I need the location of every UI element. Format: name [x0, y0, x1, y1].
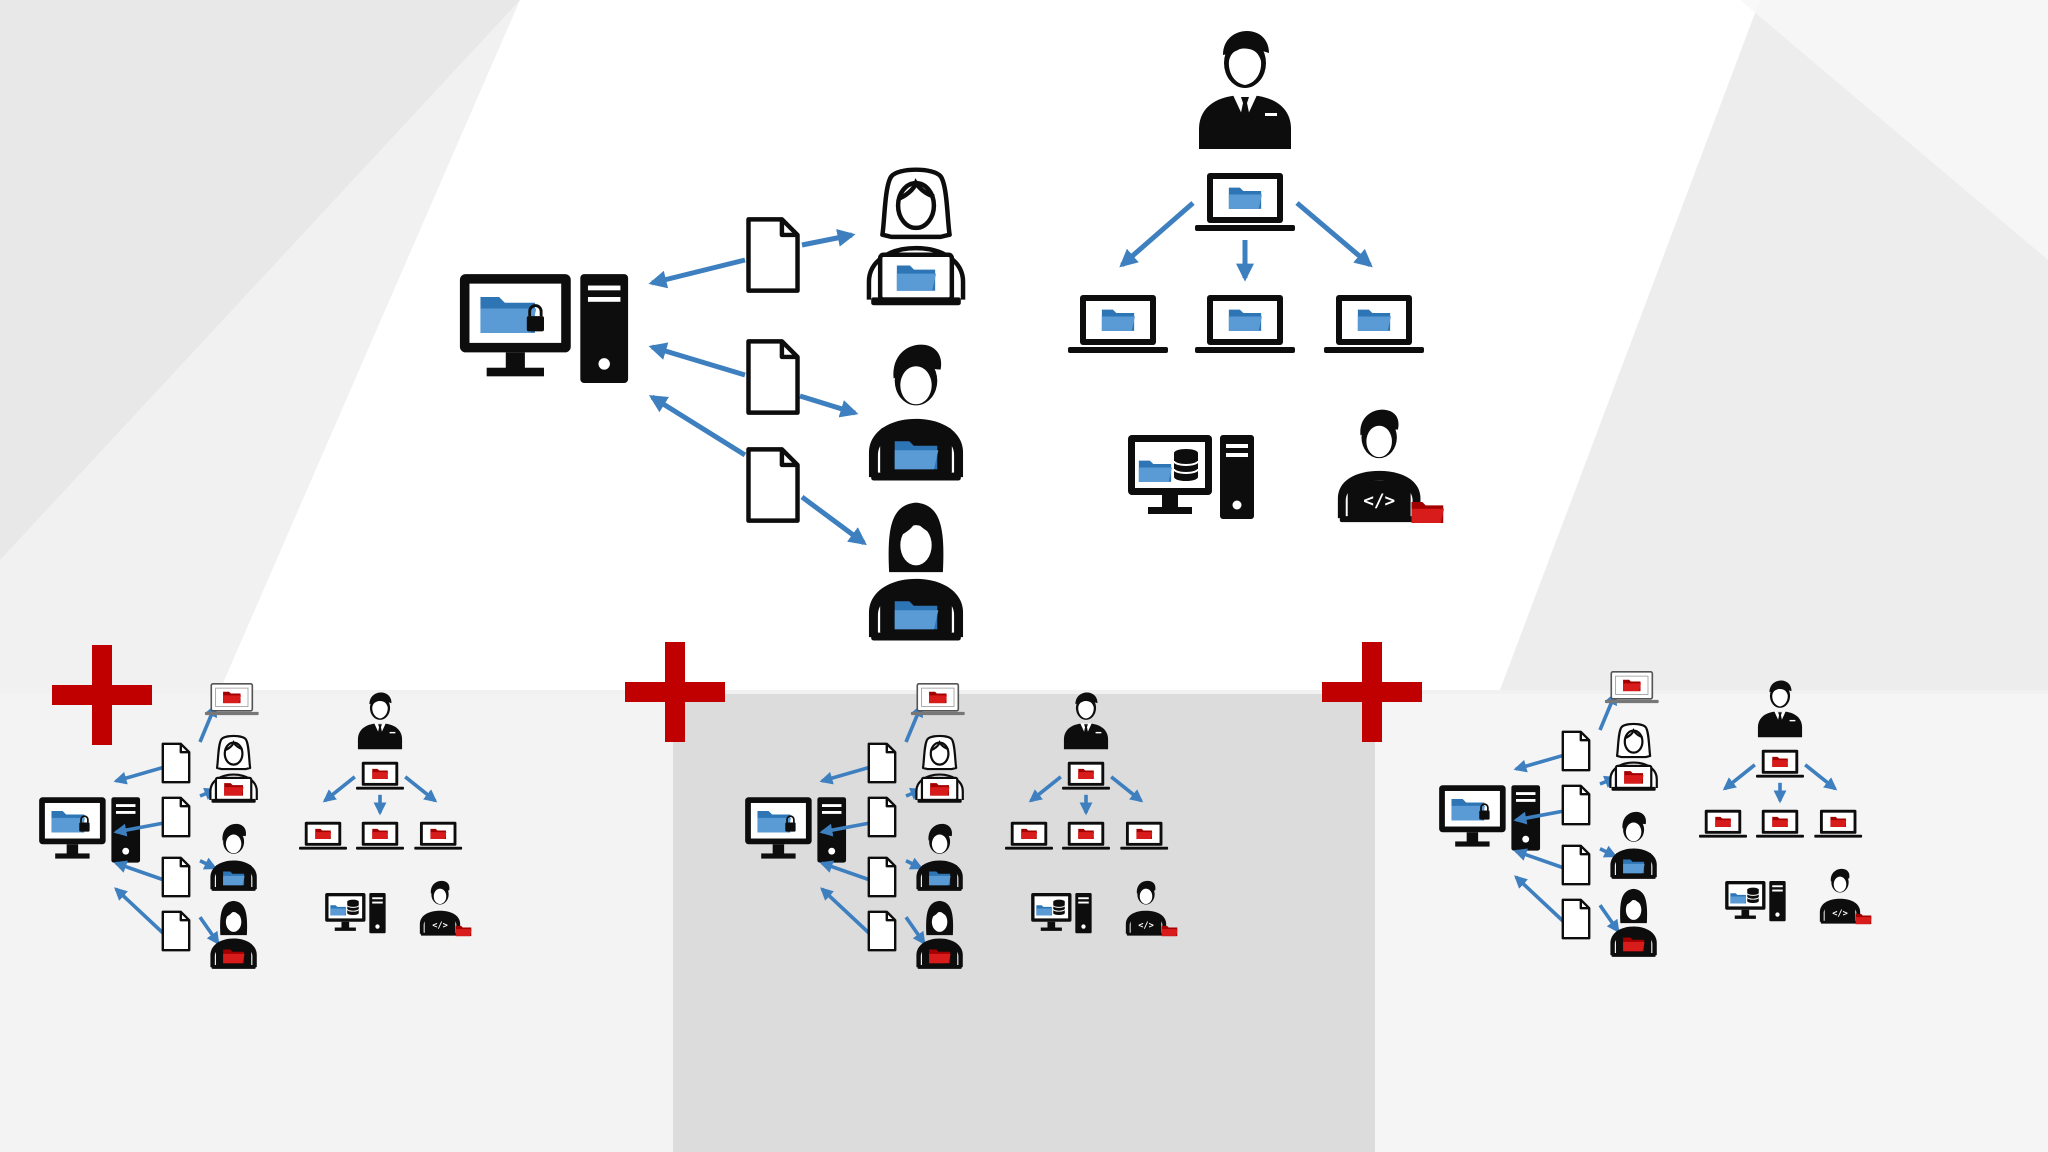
document-icon: [161, 910, 191, 952]
arrow: [1513, 848, 1565, 870]
document-icon: [1561, 784, 1591, 826]
arrow: [1513, 809, 1565, 825]
document-icon: [748, 449, 797, 520]
arrow: [1513, 753, 1565, 773]
document-icon: [867, 796, 897, 838]
laptop-folder-icon: [1814, 810, 1862, 838]
laptop-folder-icon: [414, 822, 462, 850]
laptop-folder-icon: [356, 822, 404, 850]
arrow: [799, 393, 859, 418]
arrow: [1804, 763, 1838, 791]
document-icon: [161, 796, 191, 838]
distribution-group: [1068, 31, 1444, 523]
arrow: [113, 821, 165, 837]
arrow: [648, 342, 746, 378]
arrow: [1599, 845, 1618, 858]
arrow: [1295, 201, 1373, 268]
scene-combo-right: [1322, 642, 1872, 957]
panel-left: [0, 694, 673, 1152]
arrow: [1110, 775, 1144, 803]
arrow: [1722, 763, 1756, 791]
laptop-folder-icon: [1699, 810, 1747, 838]
laptop-folder-icon: [911, 684, 965, 715]
arrow: [648, 394, 747, 458]
laptop-folder-icon: [1756, 810, 1804, 838]
document-icon: [161, 742, 191, 784]
laptop-folder-icon: [1195, 173, 1295, 231]
laptop-folder-icon: [299, 822, 347, 850]
arrow: [404, 775, 438, 803]
document-icon: [748, 341, 797, 412]
laptop-folder-icon: [1756, 750, 1804, 778]
panel-right: [1375, 694, 2048, 1152]
arrow: [114, 887, 166, 936]
laptop-folder-icon: [1195, 295, 1295, 353]
document-icon: [867, 910, 897, 952]
laptop-folder-icon: [356, 762, 404, 790]
arrow: [819, 860, 871, 882]
arrow: [648, 257, 746, 289]
panel-middle: [673, 694, 1375, 1152]
arrow: [322, 775, 356, 803]
scene-combo-middle: [625, 642, 1178, 969]
arrow: [1514, 875, 1566, 924]
arrow: [800, 494, 867, 546]
arrow: [113, 860, 165, 882]
laptop-folder-icon: [1068, 295, 1168, 353]
document-icon: [1561, 730, 1591, 772]
arrow: [819, 821, 871, 837]
arrow: [198, 916, 220, 946]
laptop-folder-icon: [1005, 822, 1053, 850]
laptop-folder-icon: [1605, 672, 1659, 703]
arrow: [801, 228, 856, 248]
arrow: [1598, 904, 1620, 934]
document-icon: [867, 856, 897, 898]
scene-main: [460, 31, 1444, 640]
file-sharing-group: [460, 170, 963, 641]
document-icon: [161, 856, 191, 898]
document-icon: [1561, 844, 1591, 886]
arrow: [820, 887, 872, 936]
laptop-folder-icon: [1062, 762, 1110, 790]
document-icon: [748, 219, 797, 290]
laptop-folder-icon: [1120, 822, 1168, 850]
arrow: [113, 765, 165, 785]
document-icon: [867, 742, 897, 784]
arrow: [1119, 201, 1195, 268]
arrow: [199, 857, 218, 870]
arrow: [1028, 775, 1062, 803]
arrow: [905, 857, 924, 870]
arrow: [819, 765, 871, 785]
scene-combo-left: [39, 645, 472, 969]
document-icon: [1561, 898, 1591, 940]
laptop-folder-icon: [205, 684, 259, 715]
arrow: [904, 916, 926, 946]
laptop-folder-icon: [1062, 822, 1110, 850]
laptop-folder-icon: [1324, 295, 1424, 353]
